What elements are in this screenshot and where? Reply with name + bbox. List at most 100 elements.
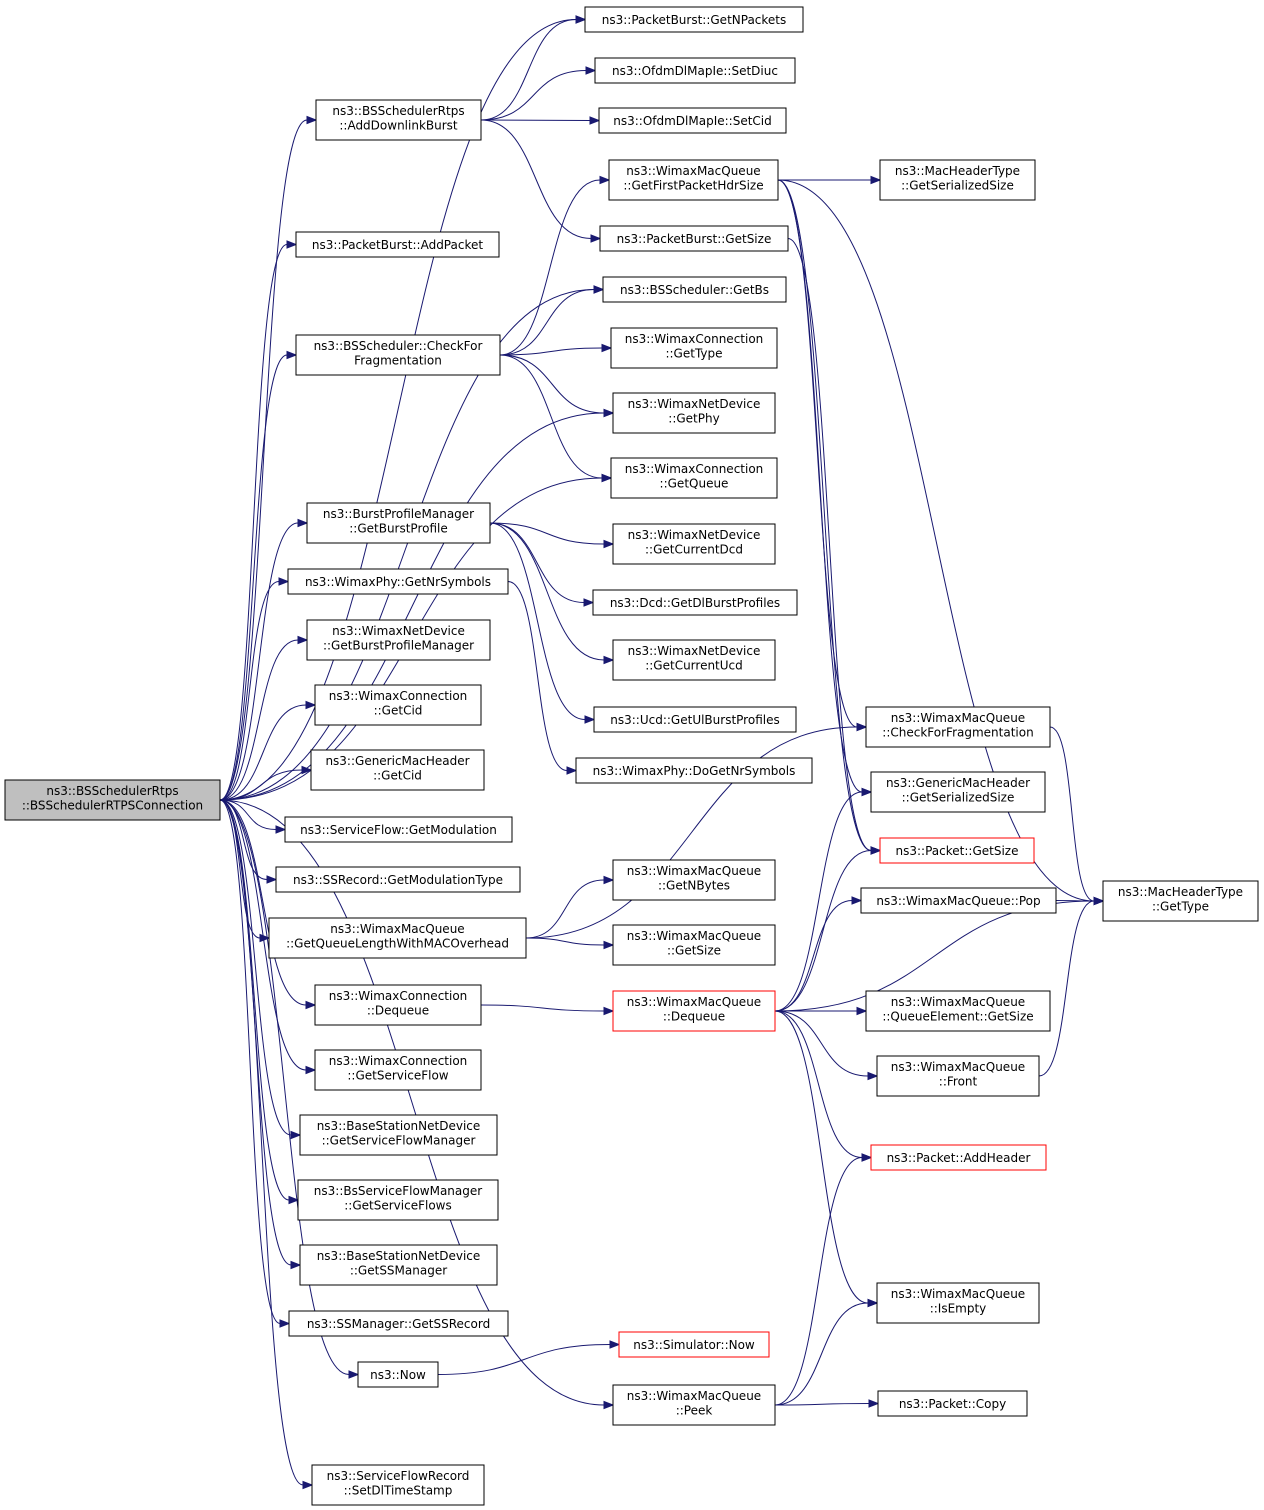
node-wmq-isempty[interactable]: ns3::WimaxMacQueue::IsEmpty (876, 1282, 1040, 1324)
node-label: ns3::BurstProfileManager (323, 507, 474, 521)
edge-wmq-getqueuelengthwithmacoverhead-to-wmq-checkforfragmentation (525, 722, 868, 939)
node-box (275, 866, 521, 893)
arrowhead (603, 1400, 615, 1410)
node-ssm-getssrecord[interactable]: ns3::SSManager::GetSSRecord (288, 1310, 509, 1337)
node-sim-now[interactable]: ns3::Simulator::Now (618, 1331, 770, 1358)
node-layer: ns3::BSSchedulerRtps::BSSchedulerRTPSCon… (4, 6, 1259, 1506)
node-wnd-getcurrentdcd[interactable]: ns3::WimaxNetDevice::GetCurrentDcd (612, 523, 776, 565)
edge-bss-checkforfragmentation-to-bss-getbs (499, 285, 605, 356)
node-wc-getcid[interactable]: ns3::WimaxConnection::GetCid (314, 684, 482, 726)
edge-wmq-peek-to-packet-addheader (774, 1153, 873, 1406)
node-label: ::GetSSManager (350, 1264, 447, 1278)
edge-line (1038, 900, 1095, 1077)
arrowhead (603, 655, 615, 665)
node-wc-gettype[interactable]: ns3::WimaxConnection::GetType (610, 327, 778, 369)
node-wc-dequeue[interactable]: ns3::WimaxConnection::Dequeue (314, 984, 482, 1026)
node-label: ns3::WimaxConnection (625, 462, 764, 476)
arrowhead (290, 1130, 302, 1140)
arrowhead (603, 875, 615, 885)
node-wmq-getfirstpackethdrsize[interactable]: ns3::WimaxMacQueue::GetFirstPacketHdrSiz… (608, 159, 779, 201)
node-label: ns3::BaseStationNetDevice (317, 1119, 481, 1133)
arrowhead (870, 175, 882, 185)
edge-line (489, 522, 605, 545)
edge-line (219, 704, 307, 801)
node-gmh-getserializedsize[interactable]: ns3::GenericMacHeader::GetSerializedSize (870, 771, 1046, 813)
node-box (870, 1144, 1047, 1171)
node-bpm-getburstprofile[interactable]: ns3::BurstProfileManager::GetBurstProfil… (306, 502, 491, 544)
arrowhead (603, 1006, 615, 1016)
node-sf-getmodulation[interactable]: ns3::ServiceFlow::GetModulation (284, 816, 513, 843)
node-label: ns3::WimaxMacQueue (627, 995, 761, 1009)
arrowhead (583, 598, 595, 607)
node-wc-getserviceflow[interactable]: ns3::WimaxConnection::GetServiceFlow (314, 1049, 482, 1091)
edge-root-to-pb-addpacket (219, 240, 298, 801)
node-ssr-getmodulationtype[interactable]: ns3::SSRecord::GetModulationType (275, 866, 521, 893)
node-box (865, 990, 1051, 1032)
node-ofdm-setcid[interactable]: ns3::OfdmDlMapIe::SetCid (598, 107, 787, 134)
node-packet-addheader[interactable]: ns3::Packet::AddHeader (870, 1144, 1047, 1171)
node-label: ns3::MacHeaderType (895, 164, 1020, 178)
node-ofdm-setdiuc[interactable]: ns3::OfdmDlMapIe::SetDiuc (594, 57, 796, 84)
node-box (865, 706, 1051, 748)
node-mht-gettype[interactable]: ns3::MacHeaderType::GetType (1102, 880, 1259, 922)
node-ucd-getulburstprofiles[interactable]: ns3::Ucd::GetUlBurstProfiles (593, 706, 797, 733)
node-pb-getsize[interactable]: ns3::PacketBurst::GetSize (599, 225, 789, 252)
node-bss-getbs[interactable]: ns3::BSScheduler::GetBs (602, 276, 787, 303)
node-wnd-getburstprofilemanager[interactable]: ns3::WimaxNetDevice::GetBurstProfileMana… (306, 619, 491, 661)
edge-line (219, 799, 281, 1324)
edge-line (480, 19, 577, 121)
node-pb-getnpackets[interactable]: ns3::PacketBurst::GetNPackets (584, 6, 804, 33)
edge-line (777, 179, 863, 793)
arrowhead (566, 766, 578, 775)
node-rtps-adddownlinkburst[interactable]: ns3::BSSchedulerRtps::AddDownlinkBurst (315, 99, 482, 141)
edge-root-to-wnd-getburstprofilemanager (219, 635, 309, 801)
node-box (608, 159, 779, 201)
node-packet-getsize[interactable]: ns3::Packet::GetSize (879, 837, 1035, 864)
arrowhead (609, 1340, 621, 1349)
edge-line (219, 799, 304, 1486)
node-wnd-getphy[interactable]: ns3::WimaxNetDevice::GetPhy (612, 392, 776, 434)
node-ns3-now[interactable]: ns3::Now (357, 1361, 439, 1388)
arrowhead (305, 1000, 317, 1010)
edge-rtps-adddownlinkburst-to-pb-getsize (480, 119, 602, 243)
node-label: ns3::BaseStationNetDevice (317, 1249, 481, 1263)
node-label: ns3::OfdmDlMapIe::SetDiuc (612, 64, 778, 78)
node-wmq-dequeue[interactable]: ns3::WimaxMacQueue::Dequeue (612, 990, 776, 1032)
node-wphy-getnrsymbols[interactable]: ns3::WimaxPhy::GetNrSymbols (287, 568, 509, 595)
node-wmq-peek[interactable]: ns3::WimaxMacQueue::Peek (612, 1384, 776, 1426)
node-wmq-getsize[interactable]: ns3::WimaxMacQueue::GetSize (612, 924, 776, 966)
node-root[interactable]: ns3::BSSchedulerRtps::BSSchedulerRTPSCon… (4, 779, 221, 821)
node-mht-getserializedsize[interactable]: ns3::MacHeaderType::GetSerializedSize (879, 159, 1036, 201)
node-wnd-getcurrentucd[interactable]: ns3::WimaxNetDevice::GetCurrentUcd (612, 639, 776, 681)
node-label: ns3::PacketBurst::AddPacket (312, 238, 483, 252)
node-box (357, 1361, 439, 1388)
node-wmq-pop[interactable]: ns3::WimaxMacQueue::Pop (860, 887, 1057, 914)
node-label: ::GetCid (374, 704, 423, 718)
node-sfr-setdltimestamp[interactable]: ns3::ServiceFlowRecord::SetDlTimeStamp (311, 1464, 485, 1506)
edge-wmq-front-to-mht-gettype (1038, 896, 1105, 1077)
arrowhead (275, 825, 287, 834)
node-packet-copy[interactable]: ns3::Packet::Copy (877, 1390, 1028, 1417)
node-wc-getqueue[interactable]: ns3::WimaxConnection::GetQueue (610, 457, 778, 499)
arrowhead (297, 635, 309, 645)
node-bsnd-getssmanager[interactable]: ns3::BaseStationNetDevice::GetSSManager (299, 1244, 498, 1286)
node-wphy-dogetnrsymbols[interactable]: ns3::WimaxPhy::DoGetNrSymbols (575, 757, 813, 784)
node-bsfm-getserviceflows[interactable]: ns3::BsServiceFlowManager::GetServiceFlo… (297, 1179, 499, 1221)
node-bss-checkforfragmentation[interactable]: ns3::BSScheduler::CheckForFragmentation (295, 334, 501, 376)
edge-line (774, 1157, 863, 1406)
node-dcd-getdlburstprofiles[interactable]: ns3::Dcd::GetDlBurstProfiles (592, 589, 798, 616)
node-wmq-checkforfragmentation[interactable]: ns3::WimaxMacQueue::CheckForFragmentatio… (865, 706, 1051, 748)
node-bsnd-getserviceflowmanager[interactable]: ns3::BaseStationNetDevice::GetServiceFlo… (299, 1114, 498, 1156)
edge-line (219, 799, 290, 1201)
node-wmq-front[interactable]: ns3::WimaxMacQueue::Front (876, 1055, 1040, 1097)
node-wmq-qe-getsize[interactable]: ns3::WimaxMacQueue::QueueElement::GetSiz… (865, 990, 1051, 1032)
node-pb-addpacket[interactable]: ns3::PacketBurst::AddPacket (295, 231, 500, 258)
node-wmq-getqueuelengthwithmacoverhead[interactable]: ns3::WimaxMacQueue::GetQueueLengthWithMA… (268, 917, 527, 959)
edge-wmq-checkforfragmentation-to-mht-gettype (1049, 726, 1105, 906)
node-box (575, 757, 813, 784)
arrowhead (603, 940, 615, 950)
node-wmq-getnbytes[interactable]: ns3::WimaxMacQueue::GetNBytes (612, 859, 776, 901)
edge-root-to-ns3-now (219, 799, 360, 1379)
node-gmh-getcid[interactable]: ns3::GenericMacHeader::GetCid (310, 749, 485, 791)
edge-wmq-getfirstpackethdrsize-to-wmq-checkforfragmentation (777, 179, 868, 732)
